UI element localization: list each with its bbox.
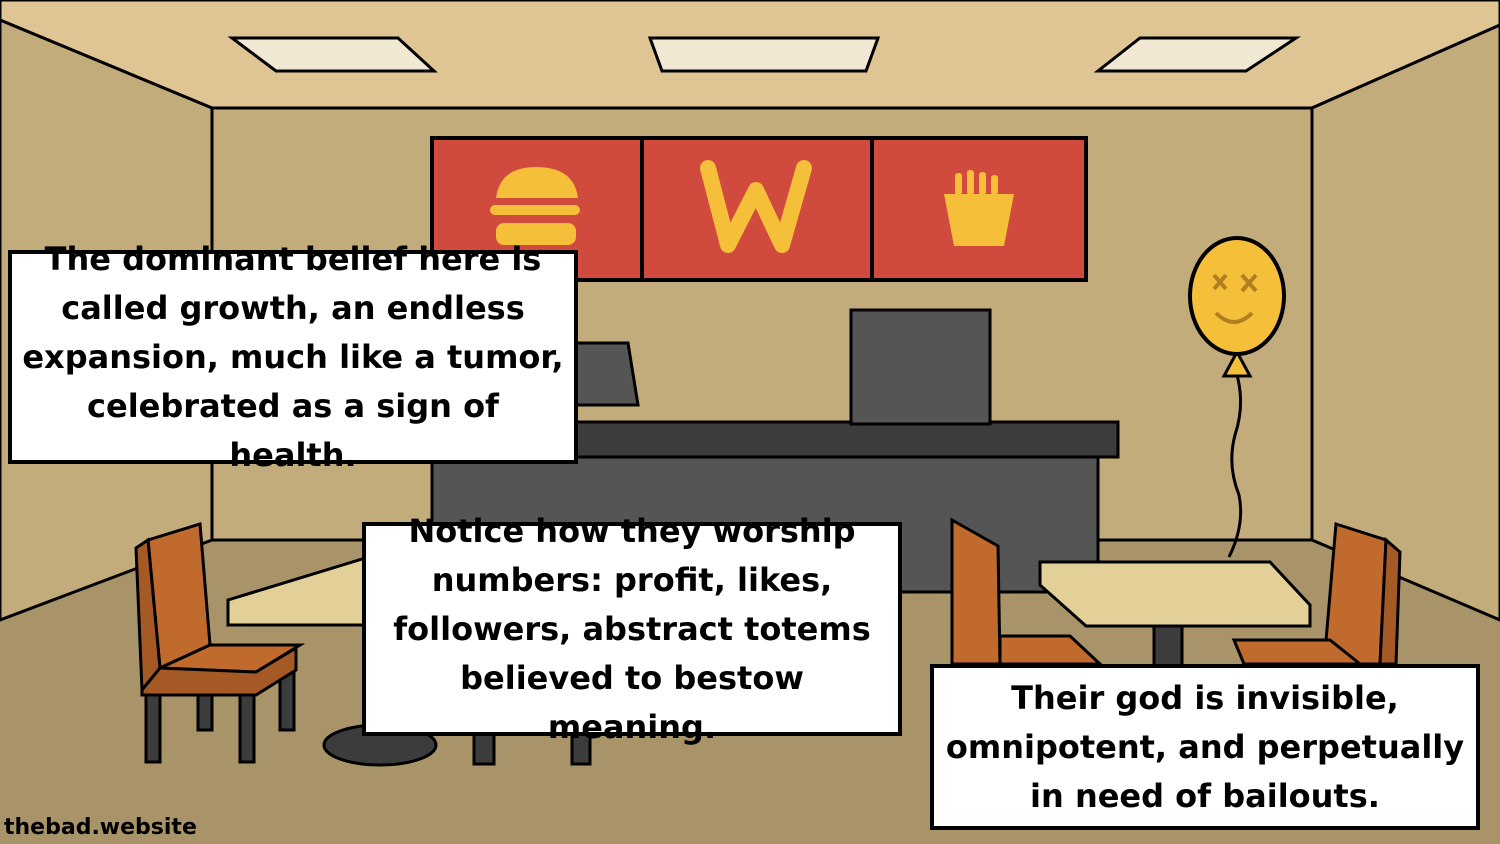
caption-line: followers, abstract totems	[393, 609, 871, 648]
caption-line: expansion, much like a tumor,	[22, 337, 564, 376]
caption-line: in need of bailouts.	[1030, 776, 1380, 815]
caption-box-numbers: Notice how they worship numbers: profit,…	[362, 512, 902, 746]
caption-box-growth: The dominant belief here is called growt…	[8, 240, 578, 474]
table	[1038, 560, 1312, 628]
fries-icon	[944, 170, 1014, 246]
caption-line: Their god is invisible,	[1011, 678, 1399, 717]
caption-line: called growth, an endless	[61, 288, 525, 327]
caption-line: celebrated as a sign of health.	[87, 386, 499, 474]
ceiling-light	[647, 36, 881, 73]
caption-line: Notice how they worship	[408, 511, 856, 550]
ceiling-light	[227, 36, 438, 73]
pos-screen	[573, 341, 640, 407]
ceiling-light	[1093, 36, 1301, 73]
caption-line: numbers: profit, likes,	[431, 560, 833, 599]
balloon	[1188, 236, 1286, 558]
chair	[134, 522, 306, 764]
watermark: thebad.website	[4, 815, 197, 840]
w-logo-icon	[700, 160, 812, 253]
caption-line: omnipotent, and perpetually	[945, 727, 1465, 766]
burger-icon	[490, 167, 580, 245]
caption-box-god: Their god is invisible, omnipotent, and …	[930, 664, 1480, 830]
caption-line: The dominant belief here is	[44, 239, 542, 278]
caption-line: believed to bestow meaning.	[460, 658, 804, 746]
register-monitor	[849, 308, 992, 426]
